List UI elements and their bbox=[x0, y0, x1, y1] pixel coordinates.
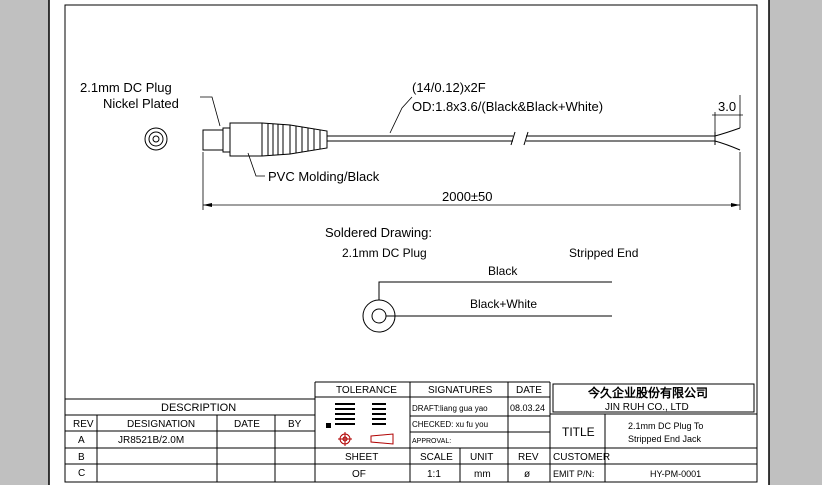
scale-value: 1:1 bbox=[427, 469, 441, 480]
plug-label-line1: 2.1mm DC Plug bbox=[80, 80, 172, 95]
customer-label: CUSTOMER bbox=[553, 452, 610, 463]
scale-header: SCALE bbox=[420, 452, 453, 463]
projection-symbol-icon bbox=[338, 432, 394, 446]
paper bbox=[49, 0, 769, 485]
title-label: TITLE bbox=[562, 425, 595, 439]
plug-end-view-icon bbox=[144, 127, 168, 151]
sheet-value: OF bbox=[352, 469, 366, 480]
sheet-header: SHEET bbox=[345, 452, 378, 463]
description-header: DESCRIPTION bbox=[161, 402, 236, 414]
date-col-header: DATE bbox=[234, 419, 260, 430]
tolerance-header: TOLERANCE bbox=[336, 385, 397, 396]
molding-label: PVC Molding/Black bbox=[268, 169, 380, 184]
plug-side-view bbox=[202, 122, 328, 157]
checker: CHECKED: xu fu you bbox=[412, 420, 488, 429]
plug-label-line2: Nickel Plated bbox=[103, 96, 179, 111]
soldered-plug-label: 2.1mm DC Plug bbox=[342, 246, 427, 260]
wire1-line bbox=[378, 281, 612, 300]
part-label: EMIT P/N: bbox=[553, 469, 594, 479]
cable-spec-line2: OD:1.8x3.6/(Black&Black+White) bbox=[412, 99, 603, 114]
wire1-label: Black bbox=[488, 264, 518, 278]
plug-leader bbox=[200, 96, 221, 127]
company-name-en: JIN RUH CO., LTD bbox=[605, 402, 689, 413]
date-header: DATE bbox=[516, 385, 542, 396]
rev-header: REV bbox=[73, 419, 94, 430]
soldered-title: Soldered Drawing: bbox=[325, 225, 432, 240]
designation-header: DESIGNATION bbox=[127, 419, 195, 430]
title-line1: 2.1mm DC Plug To bbox=[628, 421, 703, 431]
row-a-designation: JR8521B/2.0M bbox=[118, 435, 184, 446]
cable bbox=[327, 127, 741, 151]
title-line2: Stripped End Jack bbox=[628, 434, 702, 444]
signatures-header: SIGNATURES bbox=[428, 385, 493, 396]
approval: APPROVAL: bbox=[412, 438, 451, 445]
part-number: HY-PM-0001 bbox=[650, 469, 701, 479]
cable-spec-line1: (14/0.12)x2F bbox=[412, 80, 486, 95]
molding-leader bbox=[247, 152, 265, 177]
unit-value: mm bbox=[474, 469, 491, 480]
strip-length: 3.0 bbox=[718, 99, 736, 114]
company-name-cn: 今久企业股份有限公司 bbox=[587, 385, 708, 400]
unit-header: UNIT bbox=[470, 452, 493, 463]
wire2-label: Black+White bbox=[470, 297, 537, 311]
drafter: DRAFT:liang gua yao bbox=[412, 404, 488, 413]
rev-col-header: REV bbox=[518, 452, 539, 463]
rev-value: ø bbox=[524, 469, 530, 480]
draft-date: 08.03.24 bbox=[510, 403, 545, 413]
row-c-rev: C bbox=[78, 468, 85, 479]
cable-spec-leader bbox=[389, 96, 413, 134]
drawing-frame bbox=[64, 4, 758, 483]
soldered-end-label: Stripped End bbox=[569, 246, 638, 260]
overall-length: 2000±50 bbox=[442, 189, 493, 204]
tolerance-table bbox=[326, 403, 386, 428]
by-header: BY bbox=[288, 419, 302, 430]
title-block bbox=[65, 381, 757, 482]
row-a-rev: A bbox=[78, 435, 85, 446]
row-b-rev: B bbox=[78, 452, 85, 463]
